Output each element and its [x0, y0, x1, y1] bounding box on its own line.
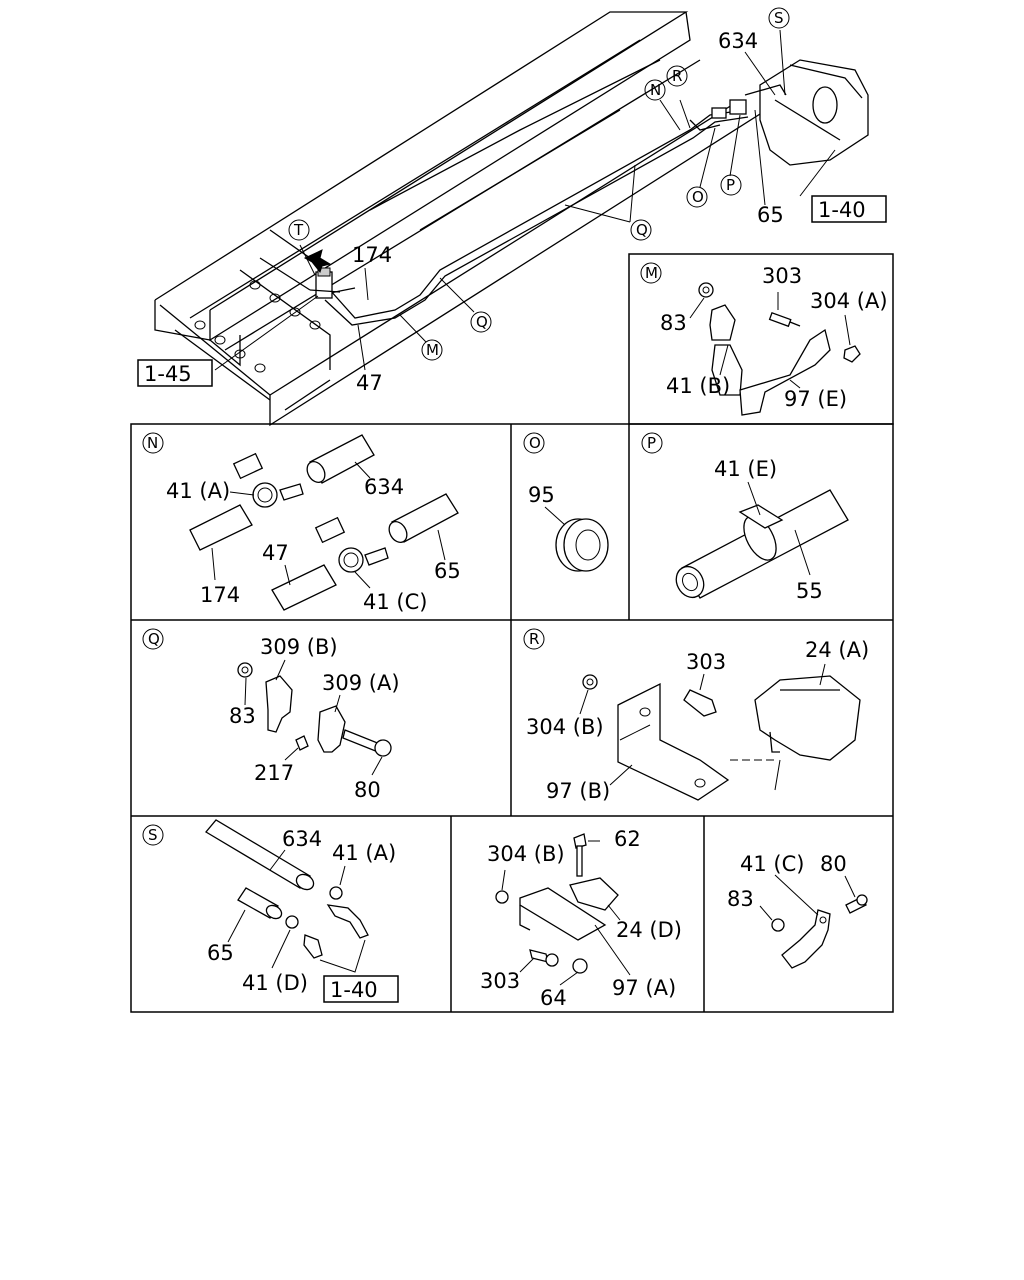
part-label: M — [426, 341, 439, 359]
part-label: 217 — [254, 761, 294, 785]
callout-Q-1: Q — [630, 219, 652, 241]
part-label: P — [726, 176, 735, 194]
panel-O: O 95 — [523, 432, 609, 572]
panel-P: P 41 (E) 55 — [641, 432, 849, 603]
part-label: 41 (A) — [166, 479, 230, 503]
part-label: 97 (B) — [546, 779, 610, 803]
part-label: 634 — [364, 475, 404, 499]
callout-O: O — [686, 186, 708, 208]
ref-box-1-40-s: 1-40 — [330, 978, 378, 1002]
panel-N: N 41 (A) 634 47 65 174 41 (C) — [142, 432, 461, 614]
callout-R: R — [666, 65, 688, 87]
part-label: P — [647, 434, 656, 452]
panel-M: M 303 304 (A) 83 41 (B) 97 (E) — [640, 262, 888, 416]
main-callouts: S N R O P Q Q M T — [288, 7, 790, 361]
panel-R: R 303 24 (A) 304 (B) 97 (B) — [523, 628, 869, 803]
frame-rail-overview — [154, 11, 791, 427]
part-label: N — [147, 434, 158, 452]
part-label: O — [692, 188, 704, 206]
part-label: 41 (A) — [332, 841, 396, 865]
part-label: M — [645, 264, 658, 282]
label-47-main: 47 — [356, 371, 383, 395]
direction-arrow-icon — [303, 249, 332, 274]
panel-R-id: R — [523, 628, 545, 650]
line-fittings — [689, 84, 787, 131]
part-label: R — [672, 67, 682, 85]
part-label: 62 — [614, 827, 641, 851]
panel-O-id: O — [523, 432, 545, 454]
part-label: N — [650, 81, 661, 99]
panel-P-id: P — [641, 432, 663, 454]
part-label: 65 — [207, 941, 234, 965]
part-label: 80 — [820, 852, 847, 876]
part-label: 95 — [528, 483, 555, 507]
part-label: 97 (A) — [612, 976, 676, 1000]
part-label: 309 (B) — [260, 635, 338, 659]
part-label: 303 — [686, 650, 726, 674]
part-label: 64 — [540, 986, 567, 1010]
callout-M: M — [421, 339, 443, 361]
panel-Q-id: Q — [142, 628, 164, 650]
part-label: 24 (D) — [616, 918, 682, 942]
part-label: Q — [476, 313, 488, 331]
part-label: 80 — [354, 778, 381, 802]
label-634-main: 634 — [718, 29, 758, 53]
ref-box-1-40: 1-40 — [811, 195, 887, 223]
part-label: 24 (A) — [805, 638, 869, 662]
part-label: 304 (B) — [526, 715, 604, 739]
callout-N: N — [644, 79, 666, 101]
fuel-tank — [759, 59, 869, 166]
callout-T: T — [288, 219, 310, 241]
part-label: 304 (A) — [810, 289, 888, 313]
part-label: Q — [636, 221, 648, 239]
part-label: S — [774, 9, 784, 27]
part-label: 303 — [480, 969, 520, 993]
panel-clip-41C: 41 (C) 80 83 — [727, 852, 868, 969]
part-label: R — [529, 630, 539, 648]
main-leaders — [214, 29, 836, 371]
part-label: 174 — [200, 583, 240, 607]
panel-Q: Q 309 (B) 309 (A) 83 217 80 — [142, 628, 400, 802]
part-label: T — [293, 221, 304, 239]
part-label: 1-40 — [818, 198, 866, 222]
part-label: 65 — [434, 559, 461, 583]
part-label: 634 — [282, 827, 322, 851]
part-label: 41 (B) — [666, 374, 730, 398]
part-label: 303 — [762, 264, 802, 288]
panel-M-id: M — [640, 262, 662, 284]
fuel-filter-assembly — [309, 267, 341, 299]
part-label: 41 (C) — [740, 852, 804, 876]
label-65-main: 65 — [757, 203, 784, 227]
callout-S: S — [768, 7, 790, 29]
part-label: O — [529, 434, 541, 452]
part-label: 304 (B) — [487, 842, 565, 866]
fuel-line-route — [319, 109, 749, 326]
part-label: 41 (D) — [242, 971, 308, 995]
ref-box-1-45: 1-45 — [137, 359, 213, 387]
panel-S: S 634 41 (A) 65 41 (D) 1-40 — [142, 819, 399, 1003]
panel-S-id: S — [142, 824, 164, 846]
part-label: 83 — [727, 887, 754, 911]
panel-bracket-24D: 304 (B) 62 24 (D) 303 64 97 (A) — [480, 827, 682, 1010]
part-label: Q — [148, 630, 160, 648]
part-label: 97 (E) — [784, 387, 847, 411]
part-label: 41 (E) — [714, 457, 777, 481]
part-label: S — [148, 826, 158, 844]
part-label: 309 (A) — [322, 671, 400, 695]
label-174-main: 174 — [352, 243, 392, 267]
part-label: 55 — [796, 579, 823, 603]
panel-frames — [130, 253, 894, 1013]
part-label: 47 — [262, 541, 289, 565]
callout-Q-2: Q — [470, 311, 492, 333]
part-label: 83 — [660, 311, 687, 335]
part-label: 83 — [229, 704, 256, 728]
callout-P: P — [720, 174, 742, 196]
part-label: 41 (C) — [363, 590, 427, 614]
main-label-group: 634 65 174 47 — [352, 29, 784, 395]
panel-N-id: N — [142, 432, 164, 454]
part-label: 1-45 — [144, 362, 192, 386]
